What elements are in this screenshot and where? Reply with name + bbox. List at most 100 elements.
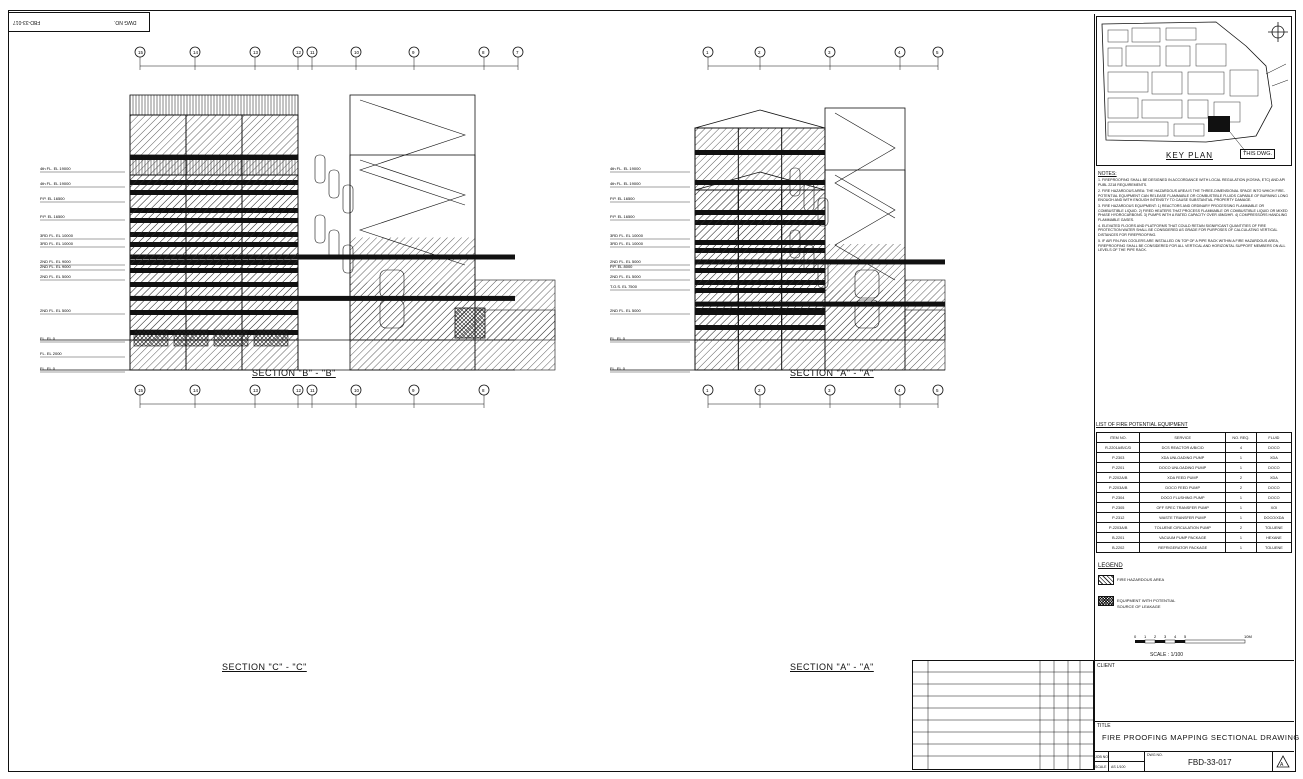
section-title-a-lower: SECTION "A" - "A" [790,662,874,672]
table-cell: REFRIGERATOR PACKAGE [1139,542,1226,553]
table-cell: 1 [1224,502,1257,513]
note-item: 5. IF AIR FIN-FAN COOLERS ARE INSTALLED … [1098,239,1286,253]
table-cell: P-2203A/B [1095,522,1141,533]
table-cell: 1 [1224,462,1257,473]
table-header-row: ITEM NO. SERVICE NO. REQ. FLUID [1095,432,1293,443]
revision-triangle-icon [1276,755,1290,768]
col-service: SERVICE [1139,432,1226,443]
level-label: 2ND FL. EL 5000 [610,274,642,279]
scale-tick-label: 5 [1184,634,1187,639]
legend-title: LEGEND [1098,563,1123,569]
scale-tick-label: 4 [1174,634,1177,639]
scale-tick-label: 2 [1154,634,1157,639]
level-label: 2ND FL. EL 5000 [610,308,642,313]
title-panel [1094,14,1295,770]
table-cell: R-2201A/B/C/D [1095,442,1141,453]
level-label: 3RD FL. EL 10000 [610,241,644,246]
grid-label: 4 [898,388,901,393]
section-title-c: SECTION "C" - "C" [222,662,307,672]
grid-label: 3 [828,50,831,55]
grid-label: 8 [482,388,485,393]
scale-block-label: SCALE [1095,765,1107,769]
level-label: 2ND FL. EL 5000 [40,274,72,279]
level-label: P.P. EL 16500 [40,196,65,201]
table-cell: P-2202A/B [1095,472,1141,483]
level-label: 3RD FL. EL 10000 [610,233,644,238]
hatch-legend-swatch [1098,575,1114,585]
note-item: 4. ELEVATED FLOORS AND PLATFORMS THAT CO… [1098,224,1278,237]
grid-label: 9 [412,388,415,393]
grid-label: 11 [310,388,315,393]
level-label: P.P. EL 16500 [610,196,635,201]
general-notes: NOTES: 1. FIREPROOFING SHALL BE DESIGNED… [1098,171,1290,253]
table-cell: DCS REACTOR A/B/C/D [1139,442,1226,453]
legend-item-leakage: EQUIPMENT WITH POTENTIAL SOURCE OF LEAKA… [1117,598,1176,609]
grid-label: 3 [828,388,831,393]
table-cell: 2 [1224,472,1257,483]
level-label: P.P. EL 16500 [610,214,635,219]
equipment-table: ITEM NO. SERVICE NO. REQ. FLUID R-2201A/… [1095,432,1293,553]
grid-label: 5 [936,50,939,55]
table-cell: XOI [1255,502,1293,513]
table-cell: 1 [1224,492,1257,503]
grid-label: 12 [296,50,302,55]
col-item-no: ITEM NO. [1095,432,1141,443]
grid-label: 1 [706,388,709,393]
scale-tick-label: 10M [1244,634,1252,639]
level-label: 2ND FL. EL 9000 [40,264,72,269]
level-label: T.O.S. EL 7500 [610,284,638,289]
revision-block [912,660,1094,770]
this-drawing-callout: THIS DWG. [1240,149,1276,159]
level-label: FL. EL 0 [40,366,56,371]
table-cell: DOCO FLUSHING PUMP [1139,492,1226,503]
table-cell: 2 [1224,522,1257,533]
table-cell: 1 [1224,532,1257,543]
table-cell: P-2304 [1095,492,1141,503]
drawing-title: FIRE PROOFING MAPPING SECTIONAL DRAWING [1102,733,1300,742]
level-label: FL. EL 2000 [40,351,62,356]
level-label: P.P. EL 8000 [610,264,633,269]
table-cell: P-2203A/B [1095,482,1141,493]
note-item: 1. FIREPROOFING SHALL BE DESIGNED IN ACC… [1098,178,1286,187]
table-cell: DOCO [1255,462,1293,473]
grid-label: 5 [936,388,939,393]
grid-label: 13 [253,50,259,55]
table-cell: VACUUM PUMP PACKAGE [1139,532,1226,543]
client-label: CLIENT [1097,663,1115,669]
notes-heading: NOTES: [1098,171,1117,177]
level-label: 3RD FL. EL 10000 [40,233,74,238]
col-no-req: NO. REQ. [1224,432,1257,443]
table-cell: WASTE TRANSFER PUMP [1139,512,1226,523]
level-label: FL. EL 0 [40,336,56,341]
drawing-sheet-border [8,10,1296,772]
table-cell: 1 [1224,452,1257,463]
dwg-no-label: DWG NO. [1147,753,1163,757]
key-plan-map [1096,16,1292,166]
grid-label: 7 [516,50,519,55]
table-cell: P-2312 [1095,512,1141,523]
title-label: TITLE [1097,723,1111,729]
table-cell: DOCO [1255,442,1293,453]
grid-label: 2 [758,50,761,55]
job-no-label: JOB NO. [1095,755,1110,759]
crosshatch-legend-swatch [1098,596,1114,606]
grid-label: 10 [354,50,360,55]
level-label: 2ND FL. EL 9000 [40,259,72,264]
table-cell: P-2201 [1095,462,1141,473]
table-cell: HEXANE [1255,532,1293,543]
level-label: 3RD FL. EL 10000 [40,241,74,246]
drawing-number-stamp: FBD-33-017 DWG NO. [8,12,150,32]
table-cell: TOLUENE CIRCULATION PUMP [1139,522,1226,533]
table-cell: B-2201 [1095,532,1141,543]
